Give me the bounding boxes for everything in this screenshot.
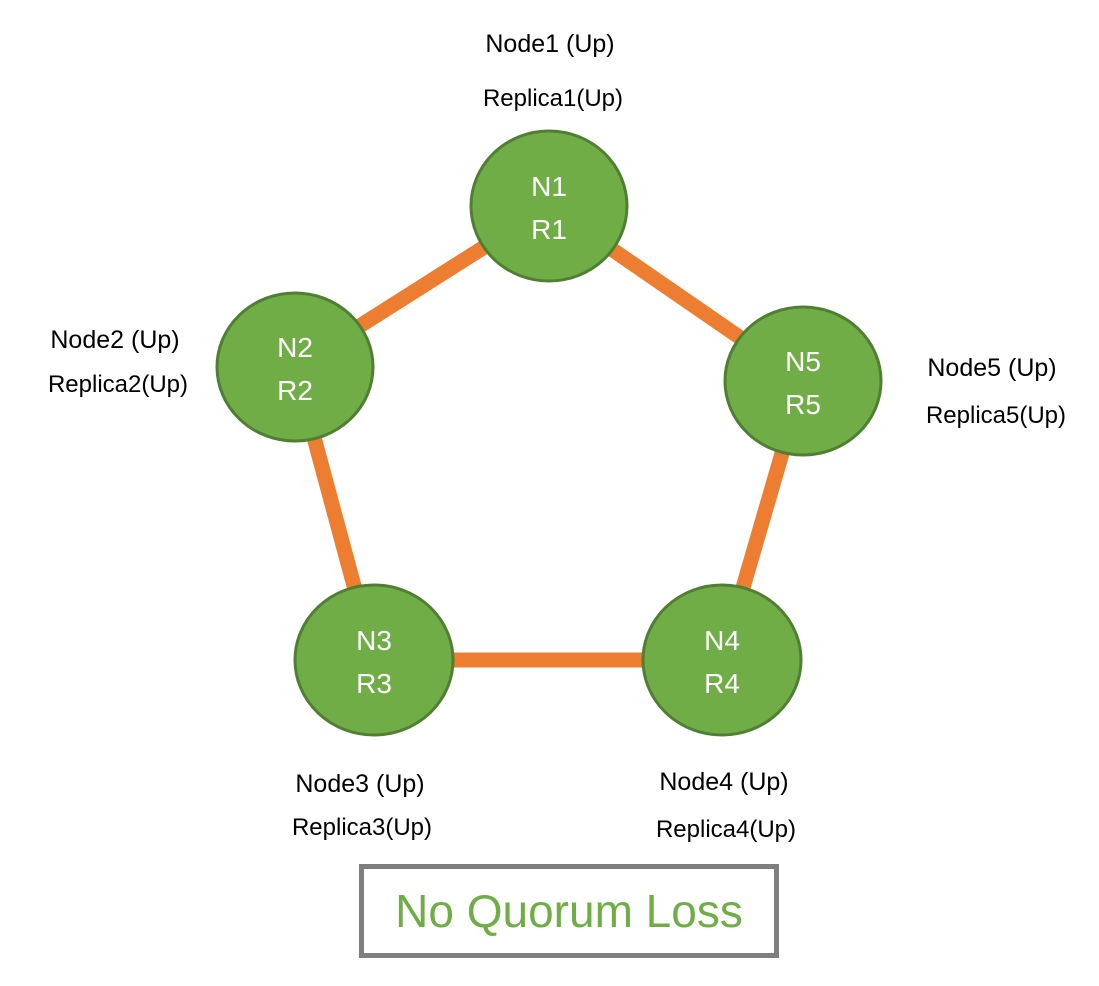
node-status-label: Node4 (Up) (659, 768, 788, 796)
replica-id-text: R1 (531, 214, 567, 245)
replica-status-label: Replica3(Up) (292, 814, 432, 841)
node-circle (293, 583, 455, 737)
node-circle (723, 305, 883, 457)
node-id-text: N2 (277, 332, 313, 363)
replica-id-text: R2 (277, 375, 313, 406)
replica-status-label: Replica5(Up) (926, 402, 1066, 429)
node-id-text: N3 (356, 625, 392, 656)
status-box: No Quorum Loss (359, 864, 779, 958)
replica-status-label: Replica2(Up) (48, 371, 188, 398)
node-status-label: Node2 (Up) (50, 326, 179, 354)
node-circle (641, 583, 803, 737)
labels-layer: Node1 (Up) Replica1(Up) Node2 (Up) Replica2… (48, 30, 1066, 843)
node-status-label: Node3 (Up) (295, 770, 424, 798)
node-status-label: Node1 (Up) (485, 30, 614, 58)
node-circle (469, 129, 629, 283)
node-id-text: N4 (704, 625, 740, 656)
status-text: No Quorum Loss (395, 885, 743, 937)
replica-id-text: R3 (356, 668, 392, 699)
replica-id-text: R4 (704, 668, 740, 699)
node-circle (215, 291, 375, 443)
replica-id-text: R5 (785, 389, 821, 420)
node-id-text: N5 (785, 346, 821, 377)
node-id-text: N1 (531, 171, 567, 202)
replica-status-label: Replica1(Up) (483, 85, 623, 112)
replica-status-label: Replica4(Up) (656, 816, 796, 843)
node-status-label: Node5 (Up) (927, 354, 1056, 382)
